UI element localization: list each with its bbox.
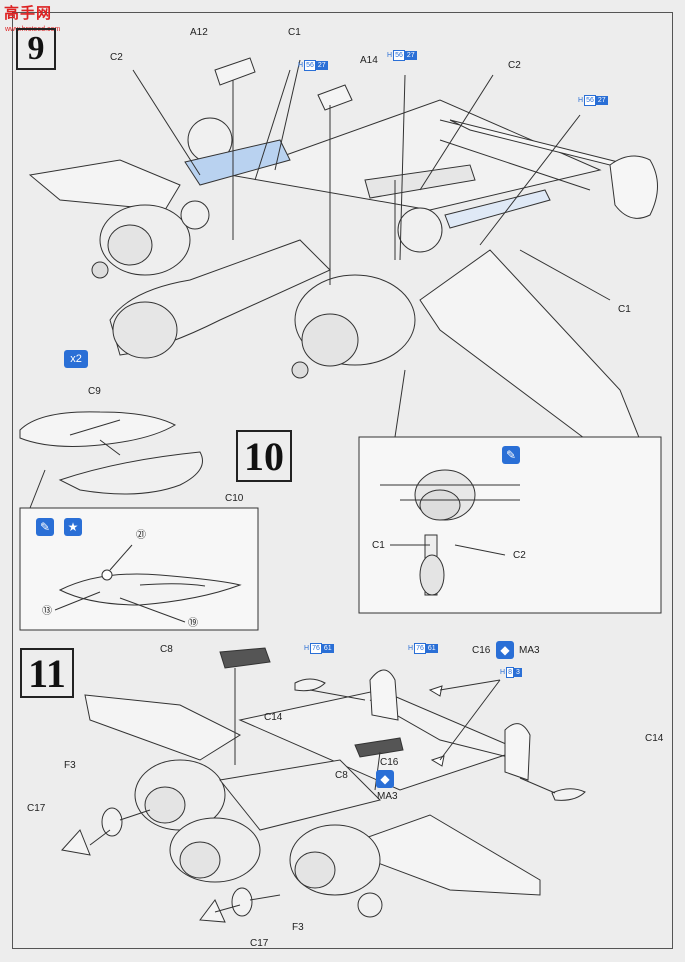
- label-f3-bottom: F3: [292, 922, 304, 933]
- label-c2-left: C2: [110, 52, 123, 63]
- step11-number: 11: [20, 648, 74, 698]
- label-decal-19: ⑲: [188, 618, 198, 629]
- step11-aircraft-drawing: [61, 647, 586, 923]
- label-c10: C10: [225, 493, 244, 504]
- paint-icon-detail: ✎: [502, 446, 520, 464]
- glue-icon-top: ◆: [496, 641, 514, 659]
- watermark-text: 高手网: [4, 5, 53, 22]
- label-c8-mid: C8: [335, 770, 348, 781]
- label-a14: A14: [360, 55, 378, 66]
- page-border: [12, 12, 673, 949]
- watermark-logo: 高手网: [4, 2, 52, 23]
- label-c17-left: C17: [27, 803, 46, 814]
- label-decal-21: ㉑: [136, 530, 146, 541]
- label-c2-right: C2: [508, 60, 521, 71]
- label-c9: C9: [88, 386, 101, 397]
- glue-icon-mid: ◆: [376, 770, 394, 788]
- label-ma3-top: MA3: [519, 645, 540, 656]
- multiplier-badge: x2: [64, 350, 88, 368]
- label-ma3-mid: MA3: [377, 791, 398, 802]
- label-c17-bottom: C17: [250, 938, 269, 949]
- label-detail-c2: C2: [513, 550, 526, 561]
- step10-number: 10: [236, 430, 292, 482]
- label-f3-left: F3: [64, 760, 76, 771]
- step9-aircraft-drawing: [28, 57, 658, 451]
- label-c14-left: C14: [264, 712, 283, 723]
- label-detail-c1: C1: [372, 540, 385, 551]
- label-c8-top: C8: [160, 644, 173, 655]
- label-decal-13: ⑬: [42, 606, 52, 617]
- paint-icon: ✎: [36, 518, 54, 536]
- label-c14-right: C14: [645, 733, 664, 744]
- step9-number: 9: [16, 28, 56, 70]
- label-a12: A12: [190, 27, 208, 38]
- label-c16-mid: C16: [380, 757, 399, 768]
- star-icon: ★: [64, 518, 82, 536]
- label-c1-top: C1: [288, 27, 301, 38]
- step10-drawing: [19, 411, 662, 631]
- label-c16-top: C16: [472, 645, 491, 656]
- label-c1-right: C1: [618, 304, 631, 315]
